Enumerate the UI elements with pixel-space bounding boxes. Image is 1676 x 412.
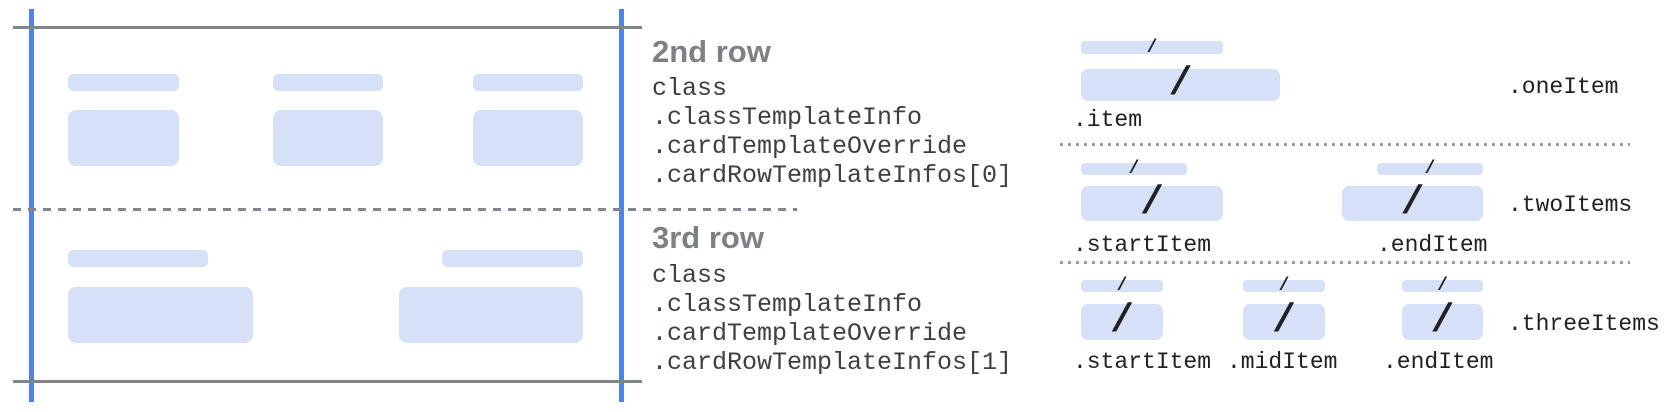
two-items-start-value-bar: / [1081,180,1223,226]
slash-icon: / [1271,299,1296,344]
one-item-group-label: .oneItem [1508,74,1619,100]
card-top-boundary-line [13,26,642,29]
row2-col1-label-placeholder [68,74,179,91]
three-items-end-label: .endItem [1383,349,1494,375]
card-left-edge-line [29,9,34,402]
one-item-label-bar: / [1081,37,1223,58]
one-item-item-label: .item [1073,107,1143,133]
three-items-start-value-bar: / [1081,299,1163,344]
row3-end-value-placeholder [399,287,583,343]
slash-icon: / [1424,159,1436,179]
row2-path-line-3: .cardTemplateOverride [652,132,968,161]
three-items-mid-label: .midItem [1227,349,1338,375]
row3-path-line-3: .cardTemplateOverride [652,319,968,348]
slash-icon: / [1437,276,1448,296]
slash-icon: / [1400,180,1425,226]
card-preview [0,0,810,412]
row3-path-line-1: class [652,261,728,290]
two-items-end-label-bar: / [1377,159,1483,179]
row3-annotation-title: 3rd row [652,220,764,255]
slash-icon: / [1128,159,1140,179]
row2-path-line-2: .classTemplateInfo [652,103,923,132]
row2-col1-value-placeholder [68,110,179,166]
slash-icon: / [1278,276,1290,296]
row2-path-line-1: class [652,74,728,103]
row2-annotation-title: 2nd row [652,34,771,69]
row3-start-value-placeholder [68,287,253,343]
row3-end-label-placeholder [442,250,583,267]
row3-path-line-2: .classTemplateInfo [652,290,923,319]
three-items-start-label: .startItem [1073,349,1212,375]
two-items-end-label: .endItem [1377,232,1488,258]
slash-icon: / [1139,180,1164,226]
slash-icon: / [1168,62,1193,107]
one-item-value-bar: / [1081,65,1280,105]
slash-icon: / [1116,276,1128,296]
slash-icon: / [1146,37,1158,58]
row2-col2-label-placeholder [273,74,383,91]
row2-col3-value-placeholder [473,110,583,166]
two-items-start-label: .startItem [1073,232,1212,258]
three-items-start-label-bar: / [1081,276,1163,296]
card-right-edge-line [619,9,624,402]
two-items-start-label-bar: / [1081,159,1187,179]
slash-icon: / [1109,299,1134,344]
two-items-group-label: .twoItems [1508,192,1633,218]
row-divider-dashed-line [13,208,797,211]
template-divider-dotted-line-1 [1060,143,1630,146]
three-items-mid-value-bar: / [1243,299,1325,344]
row2-col3-label-placeholder [473,74,583,91]
three-items-group-label: .threeItems [1508,311,1660,337]
row2-col2-value-placeholder [273,110,383,166]
two-items-end-value-bar: / [1342,180,1483,226]
three-items-end-value-bar: / [1402,299,1483,344]
card-bottom-boundary-line [13,380,642,383]
three-items-mid-label-bar: / [1243,276,1325,296]
row3-start-label-placeholder [68,250,208,267]
slash-icon: / [1430,299,1455,344]
row2-path-line-4: .cardRowTemplateInfos[0] [652,161,1013,190]
template-divider-dotted-line-2 [1060,261,1630,264]
three-items-end-label-bar: / [1402,276,1483,296]
row3-path-line-4: .cardRowTemplateInfos[1] [652,348,1013,377]
